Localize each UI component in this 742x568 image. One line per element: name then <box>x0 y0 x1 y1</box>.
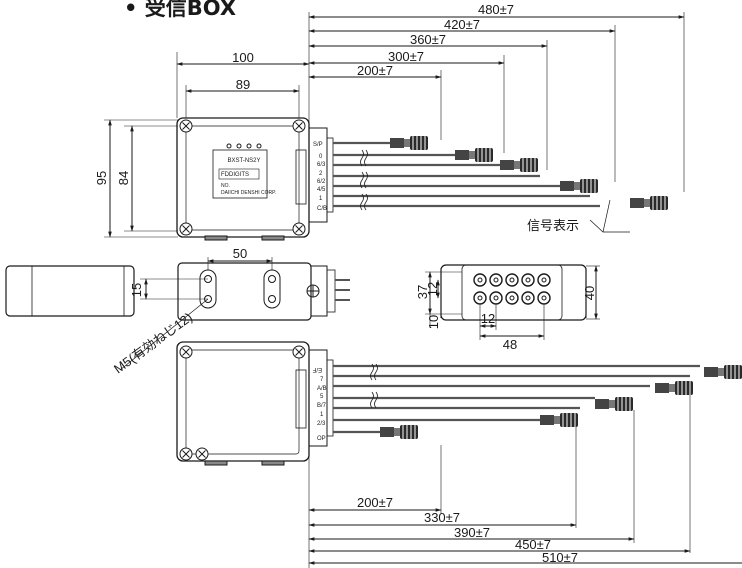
port-label: S/P <box>313 142 323 148</box>
cable-breaks <box>360 149 368 211</box>
dim-12-vertical: 12 <box>425 282 440 296</box>
top-view <box>104 12 685 241</box>
dim-450: 450±7 <box>515 537 551 552</box>
screw-icon <box>292 119 306 133</box>
port-label: C/B <box>317 206 327 212</box>
port-label: B/7 <box>317 403 327 409</box>
port-label: 1 <box>320 412 324 418</box>
screw-icon <box>179 345 193 359</box>
bottom-cables <box>333 364 700 434</box>
port-label: 4/5 <box>317 187 326 193</box>
side-view <box>5 257 336 371</box>
dim-37: 37 <box>415 285 430 299</box>
port-label: A/B <box>317 386 327 392</box>
screw-icon <box>292 222 306 236</box>
dim-box-width-outer: 100 <box>232 50 254 65</box>
connector-plug-icon <box>654 380 694 396</box>
port-label: E/F <box>312 366 322 372</box>
connector-plug-icon <box>629 195 669 211</box>
screw-note: M5(有効ねじ12) <box>111 310 195 377</box>
connector-plug-icon <box>454 147 494 163</box>
connector-plug-icon <box>499 157 539 173</box>
dim-box-width-inner: 89 <box>236 77 250 92</box>
bottom-view <box>176 341 742 568</box>
side-cables <box>335 279 350 301</box>
dim-connector-height: 40 <box>582 286 597 300</box>
screw-icon <box>179 447 193 461</box>
dim-360: 360±7 <box>410 32 446 47</box>
screw-icon <box>195 447 209 461</box>
nameplate-model: BXST-NS2Y <box>227 158 260 164</box>
port-label: 2 <box>319 171 323 177</box>
connector-plug-icon <box>559 178 599 194</box>
dim-420: 420±7 <box>444 17 480 32</box>
port-label: 7 <box>320 377 324 383</box>
screw-icon <box>179 119 193 133</box>
nameplate-no: NO. <box>221 183 230 189</box>
bottom-cable-breaks <box>370 363 378 409</box>
signal-callout: 信号表示 <box>527 218 579 233</box>
connector-plug-icon <box>389 135 429 151</box>
connector-plug-icon <box>703 364 742 380</box>
dim-200: 200±7 <box>357 63 393 78</box>
dim-hole-offset: 15 <box>129 283 144 297</box>
dim-12-horizontal: 12 <box>481 311 495 326</box>
dim-box-height-inner: 84 <box>116 171 131 185</box>
dim-48: 48 <box>503 337 517 352</box>
port-label: 2/3 <box>317 421 326 427</box>
port-label: 0 <box>319 154 323 160</box>
nameplate-maker: DAIICHI DENSHI CORP. <box>221 190 276 196</box>
connector-plug-icon <box>379 424 419 440</box>
dim-box-height-outer: 95 <box>94 171 109 185</box>
screw-icon <box>292 345 306 359</box>
port-label: 6/3 <box>317 162 326 168</box>
port-label: 5 <box>320 394 324 400</box>
dim-390: 390±7 <box>454 525 490 540</box>
connector-plug-icon <box>539 412 579 428</box>
port-label: 1 <box>319 196 323 202</box>
dim-200-bottom: 200±7 <box>357 495 393 510</box>
dim-510: 510±7 <box>542 550 578 565</box>
connector-view <box>425 264 600 340</box>
connector-plug-icon <box>594 396 634 412</box>
port-label: 6/2 <box>317 179 326 185</box>
dim-330: 330±7 <box>424 510 460 525</box>
dim-10: 10 <box>426 315 441 329</box>
dim-hole-pitch: 50 <box>233 246 247 261</box>
dim-480: 480±7 <box>478 2 514 17</box>
diagram-title: • 受信BOX <box>124 0 237 20</box>
nameplate-brand: FDDIGITS <box>221 172 249 178</box>
port-label: OP <box>317 436 326 442</box>
dim-300: 300±7 <box>388 49 424 64</box>
screw-icon <box>179 222 193 236</box>
